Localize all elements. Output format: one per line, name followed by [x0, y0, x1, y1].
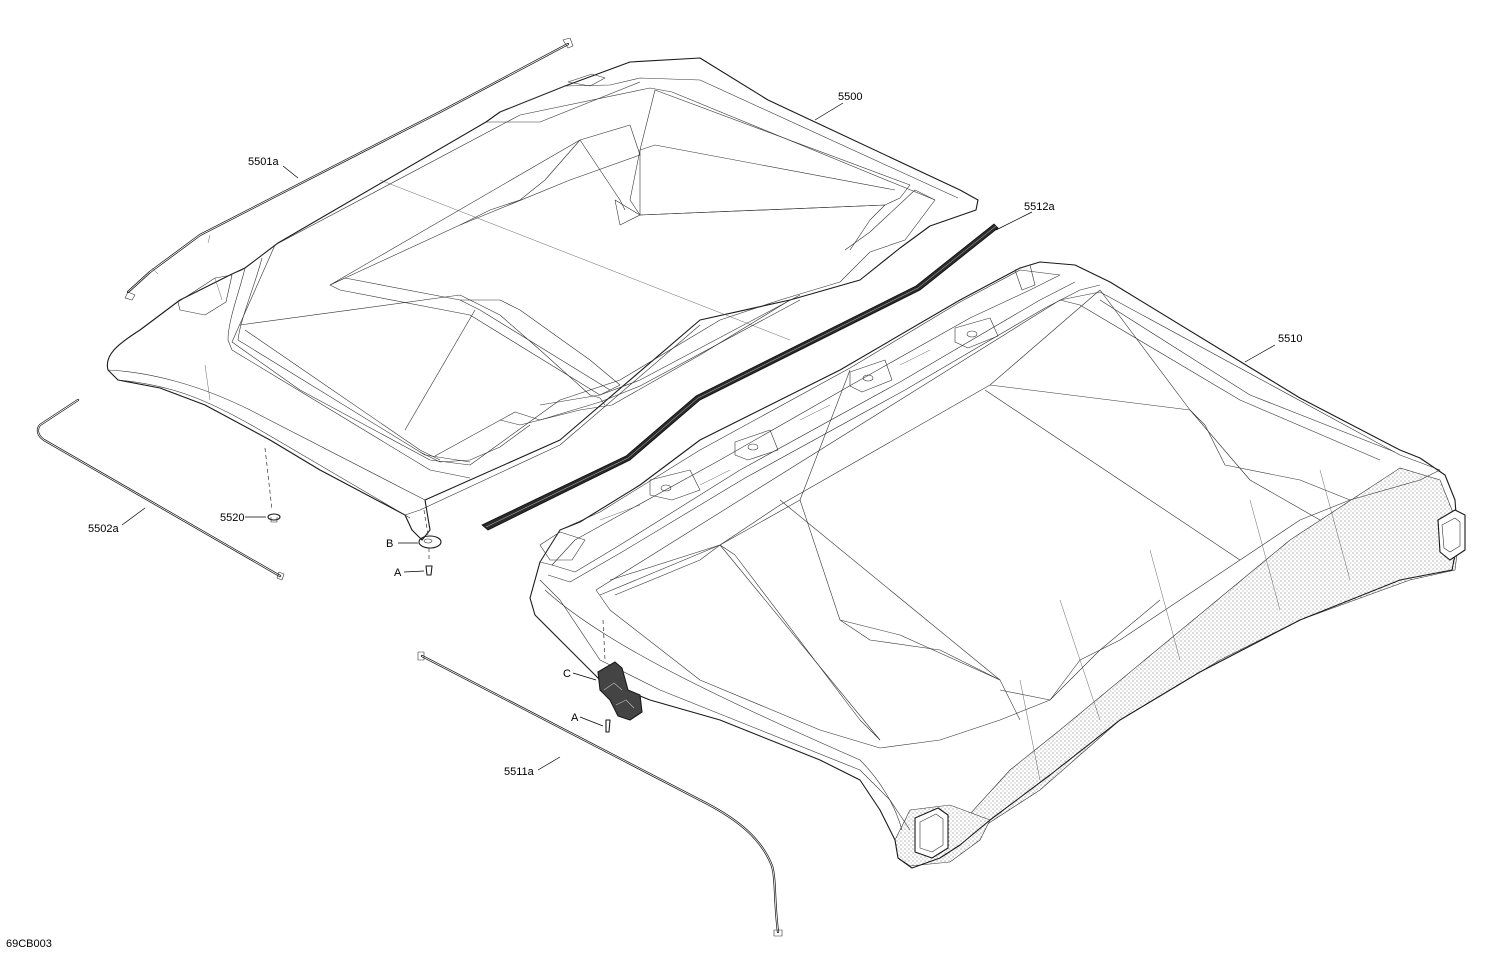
center-seal [481, 223, 999, 531]
label-roof-rear-seal: 5511a [504, 766, 535, 778]
grommet-b [418, 509, 442, 549]
roof-front-panel [106, 57, 979, 541]
bracket-c [597, 619, 643, 721]
leader-lines [121, 102, 1276, 771]
lamp-housing-left [914, 807, 949, 859]
roof-front-side-seal [124, 37, 574, 301]
part-labels: 5500 5501a 5512a 5510 5502a 5520 B A C A… [88, 91, 1302, 778]
label-roof-rear: 5510 [1278, 333, 1302, 345]
roof-front-rear-seal [36, 398, 285, 581]
drawing-code: 69CB003 [6, 938, 52, 950]
label-a-upper: A [394, 567, 402, 579]
lamp-housing-right [1437, 509, 1466, 561]
roof-rear-seal [417, 651, 783, 937]
roof-rear-panel [529, 261, 1466, 869]
label-roof-front: 5500 [838, 91, 862, 103]
label-roof-front-rear-seal: 5502a [88, 523, 119, 535]
push-rivet [264, 447, 281, 523]
label-center-seal: 5512a [1024, 201, 1055, 213]
label-roof-front-side-seal: 5501a [248, 156, 279, 168]
label-c: C [563, 668, 571, 680]
label-b: B [386, 538, 393, 550]
label-push-rivet: 5520 [220, 512, 244, 524]
screw-a-upper [425, 548, 433, 576]
label-a-lower: A [571, 712, 579, 724]
screw-a-lower [605, 719, 611, 733]
mounting-tabs [539, 264, 1036, 561]
